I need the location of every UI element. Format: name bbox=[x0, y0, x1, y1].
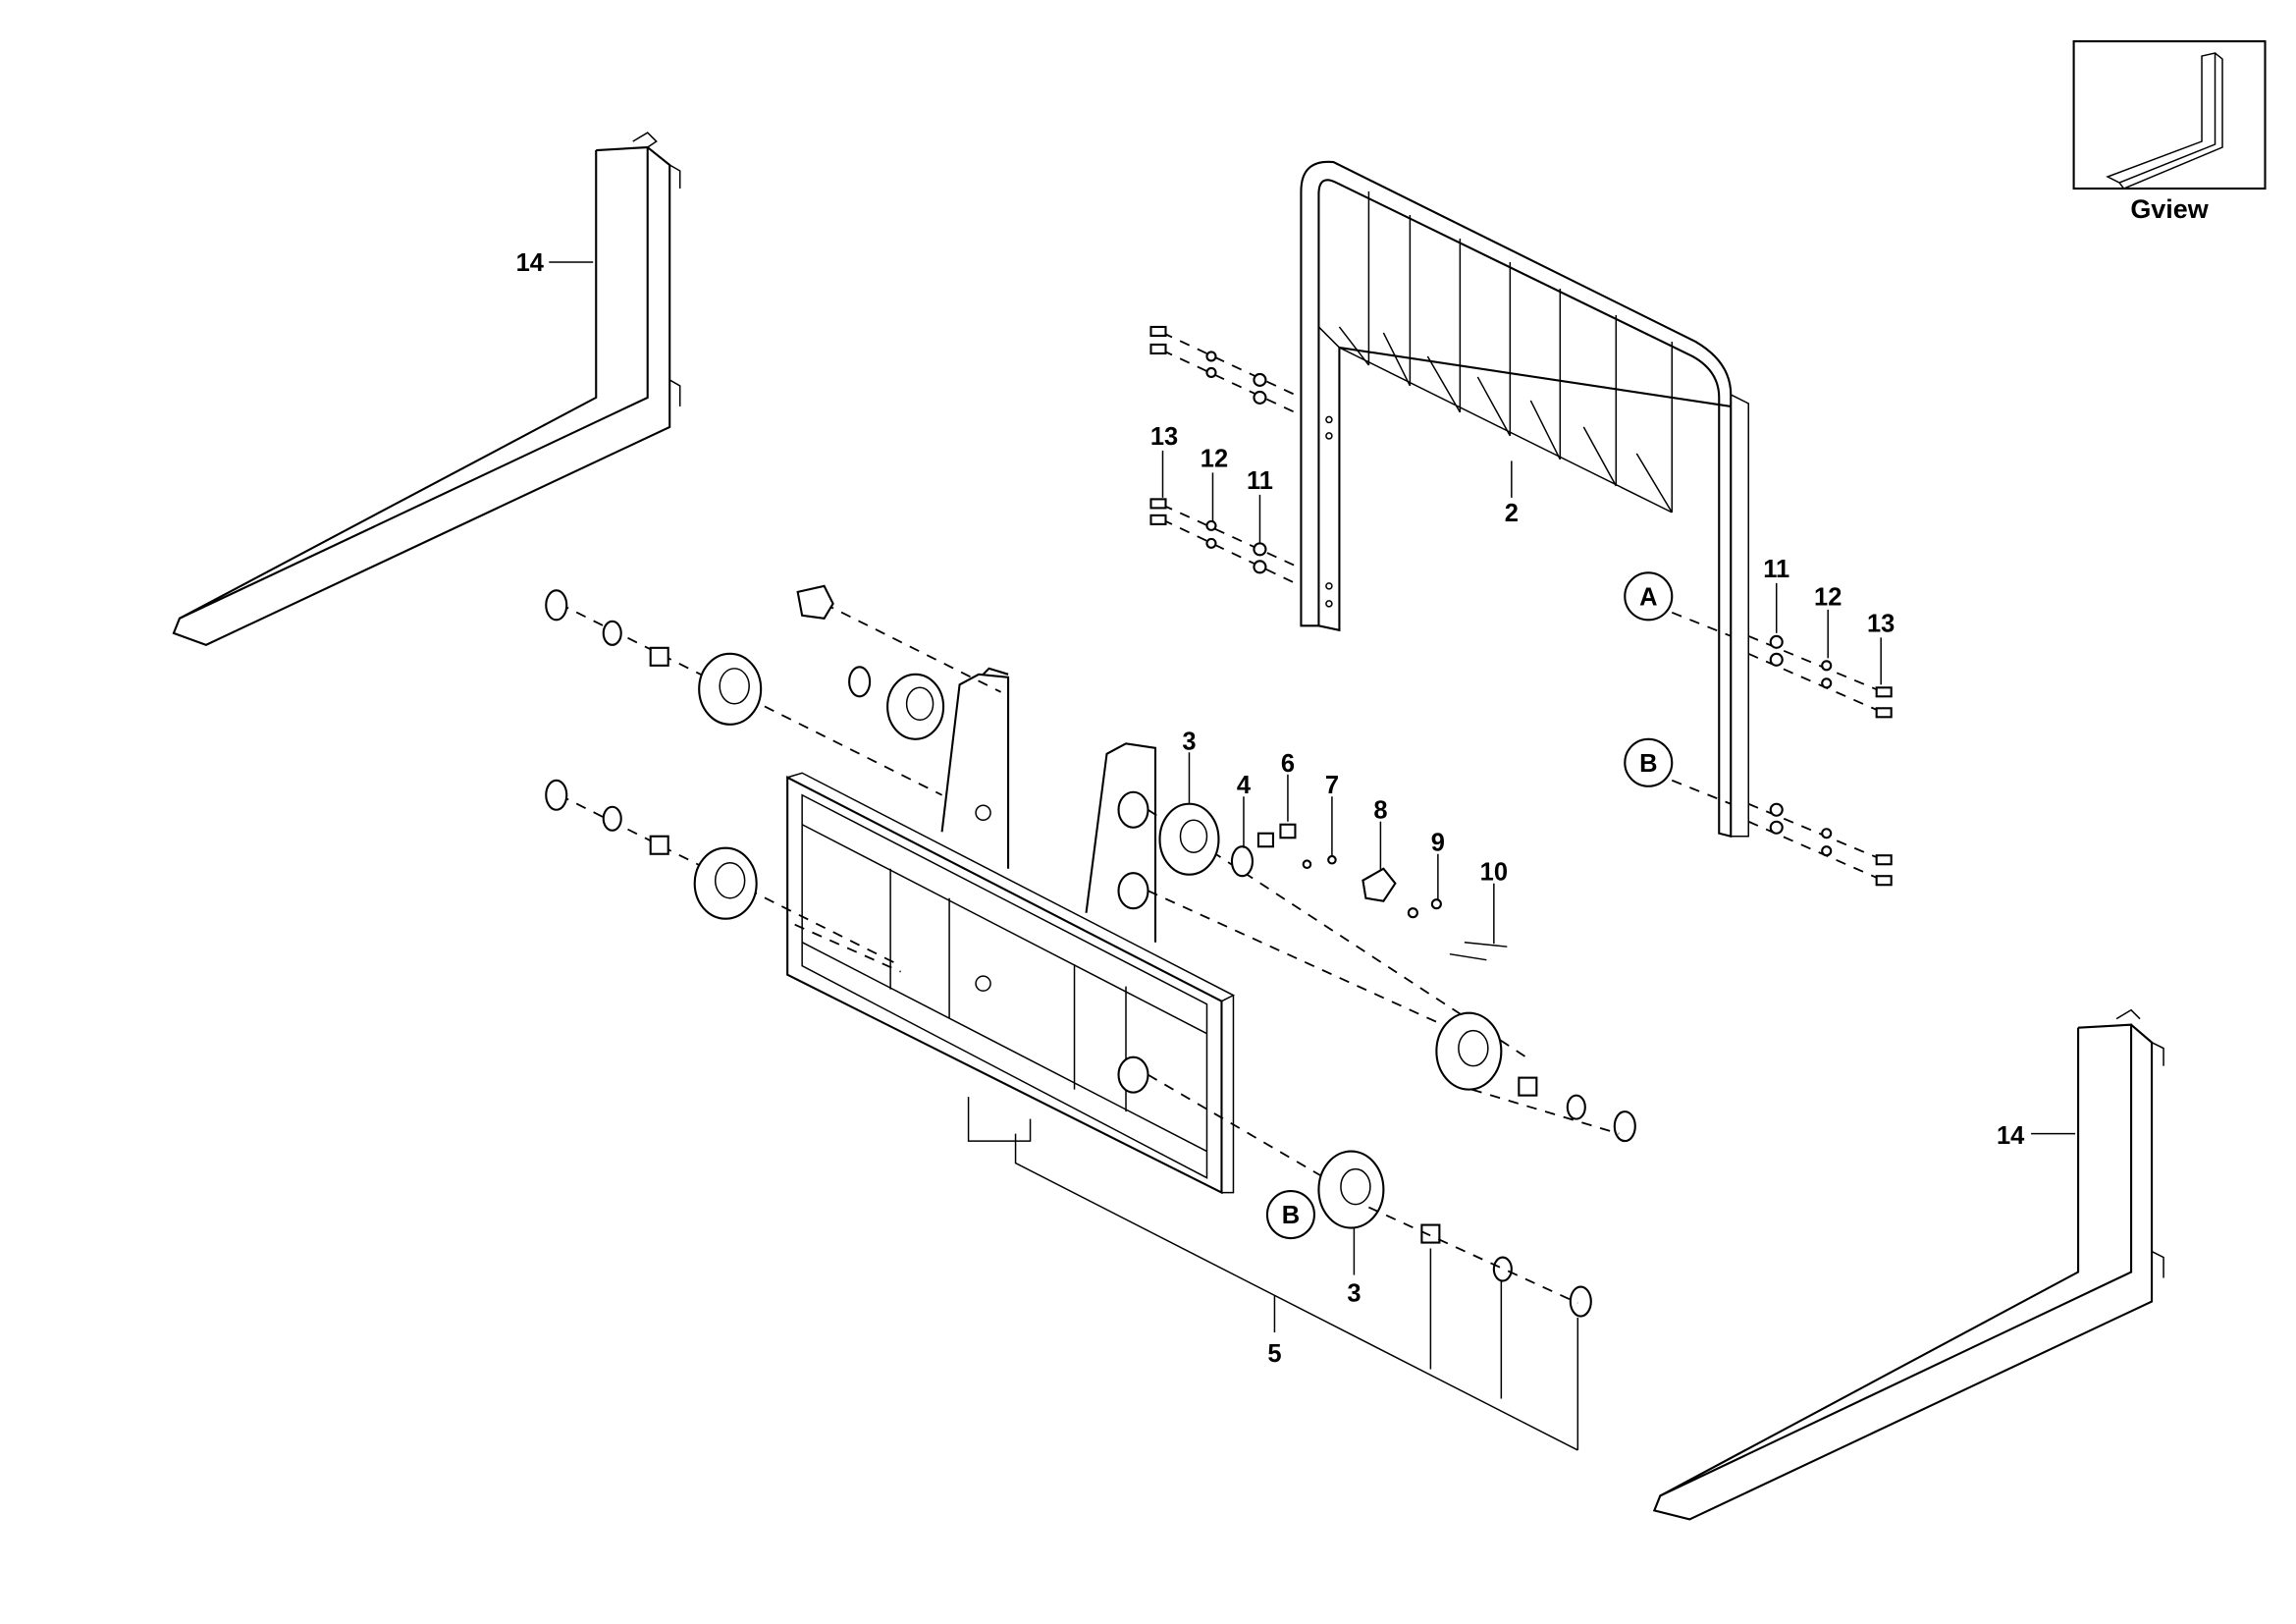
callout-fork-left: 14 bbox=[516, 249, 545, 277]
fork-right: 14 bbox=[1652, 1008, 2164, 1521]
bearings bbox=[545, 584, 1636, 1318]
callout-ref-b-right: B bbox=[1639, 750, 1657, 778]
callout-ball: 7 bbox=[1325, 772, 1339, 799]
callout-roller-block: 8 bbox=[1373, 797, 1387, 825]
load-backrest-guard: 2 bbox=[1300, 160, 1749, 839]
callout-nut-right: 12 bbox=[1814, 583, 1842, 611]
callout-pin: 10 bbox=[1480, 859, 1508, 887]
ref-circle-b-lower bbox=[1265, 1190, 1315, 1240]
callout-fork-right: 14 bbox=[1997, 1122, 2025, 1150]
callout-guard: 2 bbox=[1505, 500, 1519, 527]
callout-washer-top: 11 bbox=[1247, 467, 1273, 495]
ref-circle-b bbox=[1624, 737, 1674, 787]
callout-bolt-top: 13 bbox=[1150, 423, 1178, 451]
callout-bolt-right: 13 bbox=[1867, 610, 1895, 637]
callout-bearing-lower: 3 bbox=[1347, 1280, 1361, 1308]
callout-washer-right: 11 bbox=[1763, 556, 1789, 583]
callout-carriage: 5 bbox=[1267, 1340, 1281, 1368]
gview-inset: Gview bbox=[2072, 40, 2267, 224]
callout-ref-a: A bbox=[1639, 583, 1657, 611]
carriage-frame: 5 bbox=[559, 603, 1579, 1451]
fork-left: 14 bbox=[172, 132, 681, 646]
fastener-group-top: 13 12 11 bbox=[1149, 325, 1302, 587]
callout-bearing-upper: 3 bbox=[1182, 728, 1196, 755]
callout-bushing: 6 bbox=[1281, 750, 1295, 778]
gview-caption: Gview bbox=[2130, 194, 2209, 224]
callout-nut-top: 12 bbox=[1201, 445, 1228, 472]
callouts-roller-stack: 3 4 6 7 8 9 10 B 3 bbox=[1182, 728, 1508, 1307]
callout-nut-small: 9 bbox=[1431, 830, 1445, 857]
callout-ref-b-lower: B bbox=[1282, 1202, 1300, 1229]
fastener-group-right: 11 12 13 A B bbox=[1624, 556, 1895, 887]
ref-circle-a bbox=[1624, 571, 1674, 622]
callout-ring: 4 bbox=[1237, 772, 1252, 799]
